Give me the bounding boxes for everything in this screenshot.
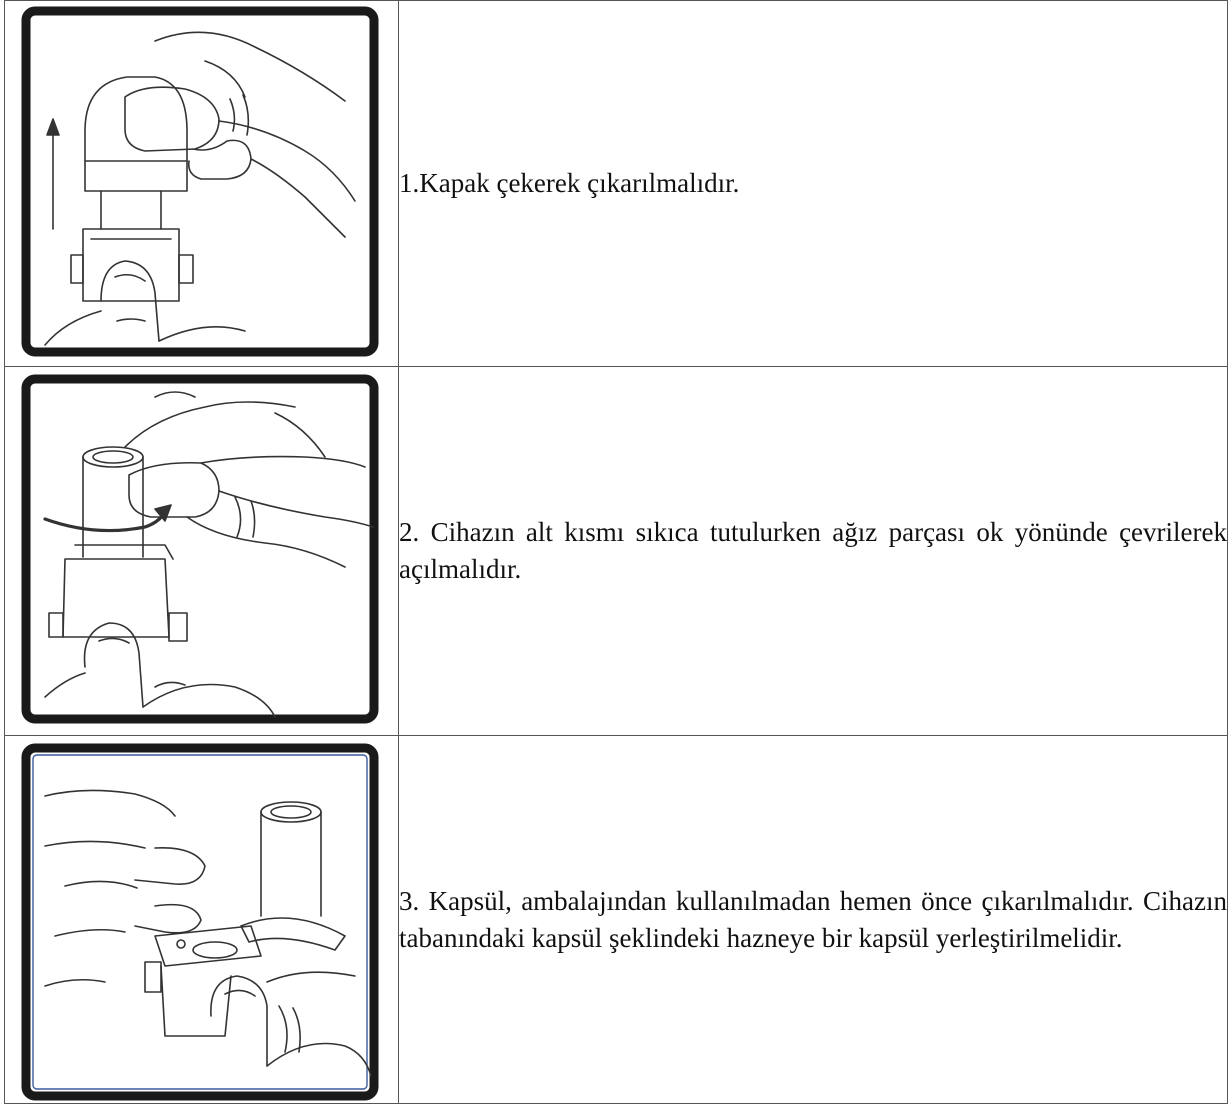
step-3-text: 3. Kapsül, ambalajından kullanılmadan he… xyxy=(398,735,1228,1104)
insert-capsule-illustration xyxy=(21,743,379,1101)
step-row-2: 2. Cihazın alt kısmı sıkıca tutulurken a… xyxy=(4,366,1228,736)
step-1-text: 1.Kapak çekerek çıkarılmalıdır. xyxy=(398,0,1228,367)
step-3-image-cell xyxy=(4,735,399,1104)
step-row-3: 3. Kapsül, ambalajından kullanılmadan he… xyxy=(4,735,1228,1104)
remove-cap-illustration xyxy=(21,6,379,357)
open-mouthpiece-illustration xyxy=(21,374,379,724)
instructions-table: 1.Kapak çekerek çıkarılmalıdır. xyxy=(4,0,1228,1104)
step-row-1: 1.Kapak çekerek çıkarılmalıdır. xyxy=(4,0,1228,367)
step-1-image-cell xyxy=(4,0,399,367)
step-2-image-cell xyxy=(4,366,399,736)
step-2-text: 2. Cihazın alt kısmı sıkıca tutulurken a… xyxy=(398,366,1228,736)
